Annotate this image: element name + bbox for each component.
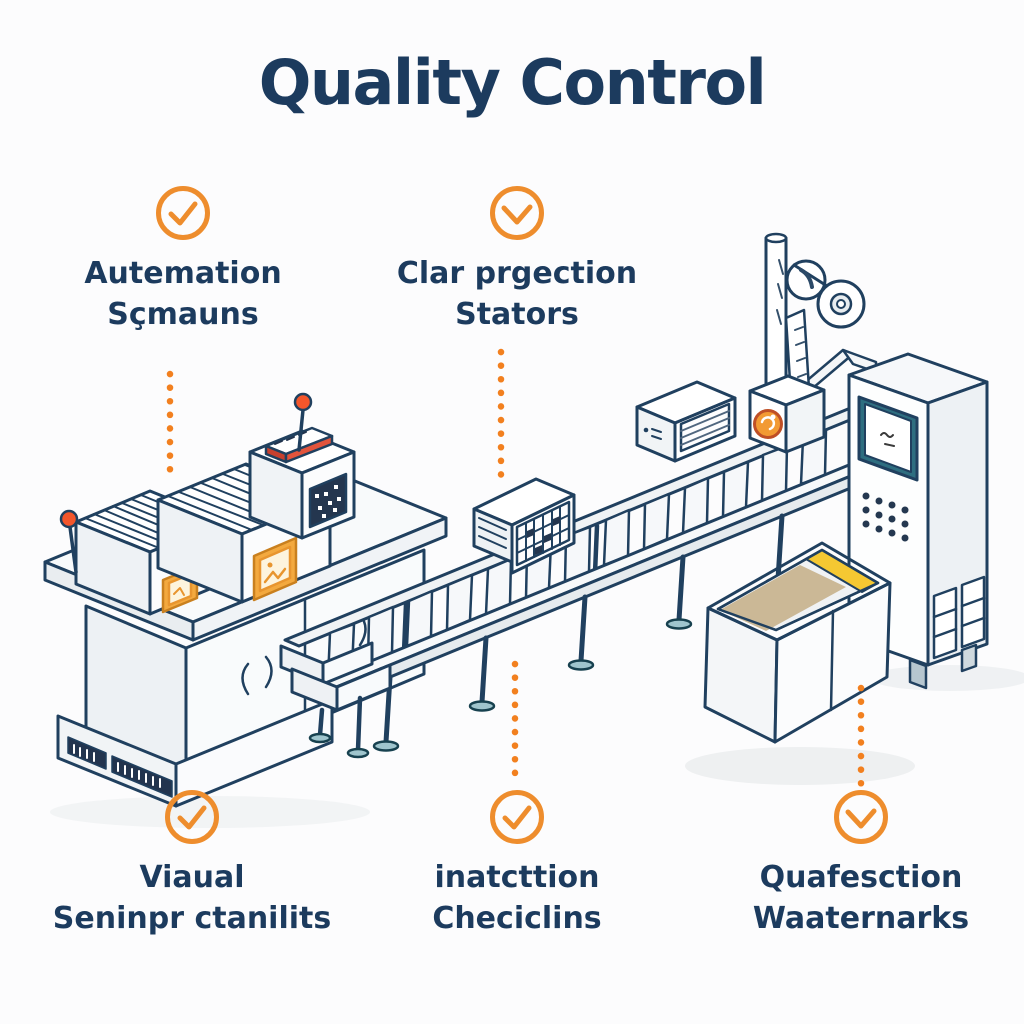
- checkpoint-label: Clar prgection Stators: [396, 256, 638, 333]
- chevron-circle-icon: [490, 186, 544, 240]
- conveyor-end-cap: [279, 641, 392, 759]
- antenna-icon: [293, 392, 313, 452]
- checkpoint-projection: Clar prgection Stators: [367, 184, 667, 336]
- chevron-circle-icon: [834, 790, 888, 844]
- antenna-icon: [59, 509, 79, 574]
- vent-box: [635, 380, 737, 463]
- packing-box: [703, 541, 892, 744]
- checkpoint-label: Quafesction Waaternarks: [752, 860, 970, 937]
- connector-dotted-lines: [166, 348, 865, 790]
- checkpoint-watermarks: Quafesction Waaternarks: [711, 788, 1011, 940]
- perforated-panel: [308, 472, 348, 529]
- label-printer-unit: [248, 426, 356, 540]
- orange-label-sticker: [252, 536, 298, 602]
- check-circle-icon: [490, 790, 544, 844]
- serial-nameplate: [67, 736, 173, 798]
- checkpoint-inspection: inatcttion Checiclins: [367, 788, 667, 940]
- orange-seal-sticker: [753, 409, 783, 439]
- labeling-station: [748, 232, 878, 454]
- checkpoint-automation: Autemation Sçmauns: [33, 184, 333, 336]
- checkpoint-label: Autemation Sçmauns: [84, 256, 282, 333]
- check-circle-icon: [156, 186, 210, 240]
- page-title: Quality Control: [258, 46, 767, 119]
- checkpoint-label: Viaual Seninpr ctanilits: [52, 860, 332, 937]
- keypad-grid: [515, 500, 571, 567]
- terminal-side-panels: [932, 575, 986, 660]
- checkpoint-label: inatcttion Checiclins: [432, 860, 602, 937]
- terminal-screen: [857, 395, 919, 482]
- label-roll-icon: [785, 259, 866, 329]
- check-circle-icon: [165, 790, 219, 844]
- checkpoint-visual: Viaual Seninpr ctanilits: [42, 788, 342, 940]
- terminal-keypad: [862, 492, 909, 542]
- inspection-scanner-box: [472, 477, 576, 575]
- shadows: [50, 665, 1024, 828]
